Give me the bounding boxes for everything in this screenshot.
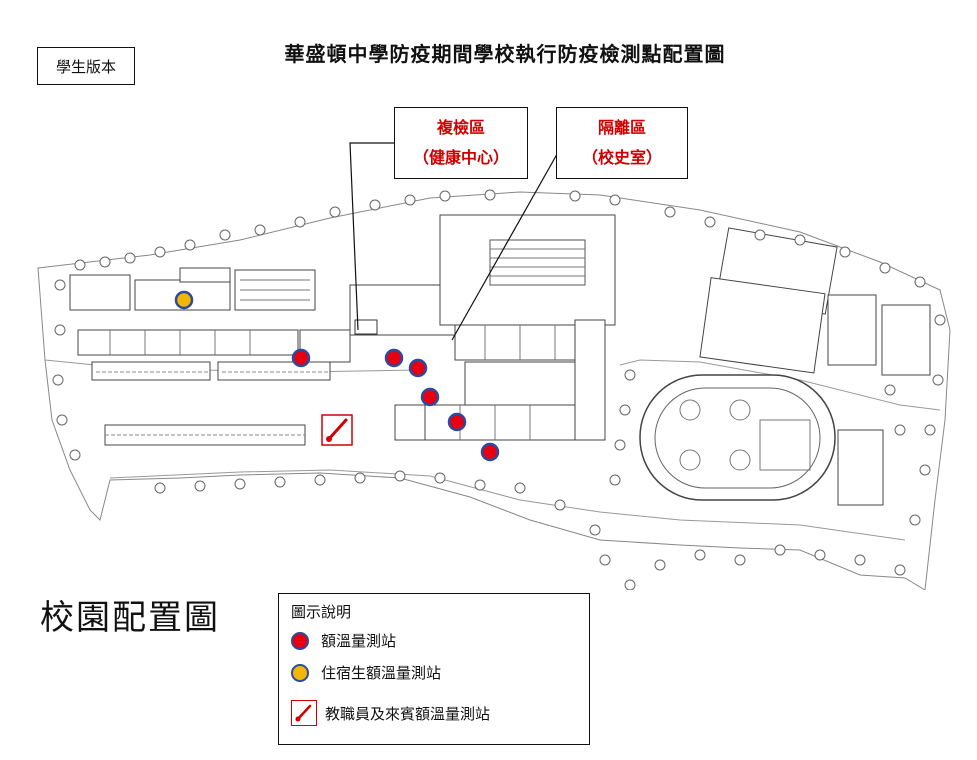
- version-label: 學生版本: [37, 47, 135, 85]
- building: [394, 404, 426, 441]
- basketball-court: [881, 304, 931, 376]
- swimming-pool: [489, 239, 586, 286]
- building: [91, 361, 211, 381]
- building: [574, 319, 606, 441]
- red-dot-icon: [447, 412, 467, 432]
- isolation-area-callout: 隔離區 （校史室）: [556, 107, 688, 179]
- red-dot-icon: [291, 348, 311, 368]
- forehead-temperature-stations: [291, 348, 500, 462]
- red-dot-icon: [408, 358, 428, 378]
- yellow-dot-icon: [174, 290, 194, 310]
- legend-label: 住宿生額溫量測站: [321, 664, 442, 682]
- legend-title: 圖示說明: [291, 603, 352, 621]
- road: [619, 359, 941, 411]
- red-dot-icon: [291, 631, 309, 650]
- building: [424, 404, 576, 441]
- callout-leader: [451, 139, 566, 341]
- health-center: [354, 319, 378, 335]
- basketball-court: [827, 294, 877, 366]
- legend-item-dorm-station: 住宿生額溫量測站: [291, 662, 441, 683]
- trees: [52, 189, 946, 590]
- running-track-inner: [654, 387, 821, 489]
- road: [109, 469, 906, 541]
- basketball-court: [837, 429, 884, 506]
- legend-label: 教職員及來賓額溫量測站: [325, 704, 491, 723]
- red-dot-icon: [480, 442, 500, 462]
- yellow-dot-icon: [291, 663, 309, 682]
- page-title: 華盛頓中學防疫期間學校執行防疫檢測點配置圖: [284, 42, 726, 66]
- map-caption: 校園配置圖: [40, 598, 220, 638]
- thermometer-icon: [321, 414, 353, 446]
- building: [69, 274, 131, 311]
- callout-title: 複檢區: [436, 118, 485, 137]
- red-dot-icon: [420, 387, 440, 407]
- recheck-area-callout: 複檢區 （健康中心）: [394, 107, 528, 179]
- legend: 圖示說明 額溫量測站 住宿生額溫量測站 教職員及來賓額溫量測站: [278, 593, 590, 745]
- building: [179, 267, 231, 283]
- building: [217, 361, 331, 381]
- courtyard: [464, 361, 576, 408]
- callout-title: 隔離區: [597, 118, 646, 137]
- callout-subtitle: （校史室）: [581, 148, 662, 167]
- legend-item-staff-station: 教職員及來賓額溫量測站: [291, 700, 490, 726]
- building: [77, 329, 299, 356]
- building: [699, 277, 826, 374]
- thermometer-icon: [291, 700, 317, 726]
- callout-leader: [349, 142, 394, 331]
- legend-label: 額溫量測站: [321, 632, 397, 650]
- red-dot-icon: [384, 348, 404, 368]
- legend-item-forehead-station: 額溫量測站: [291, 630, 396, 651]
- callout-subtitle: （健康中心）: [412, 148, 509, 167]
- site-boundary: [37, 191, 951, 590]
- campus-map: [37, 139, 951, 590]
